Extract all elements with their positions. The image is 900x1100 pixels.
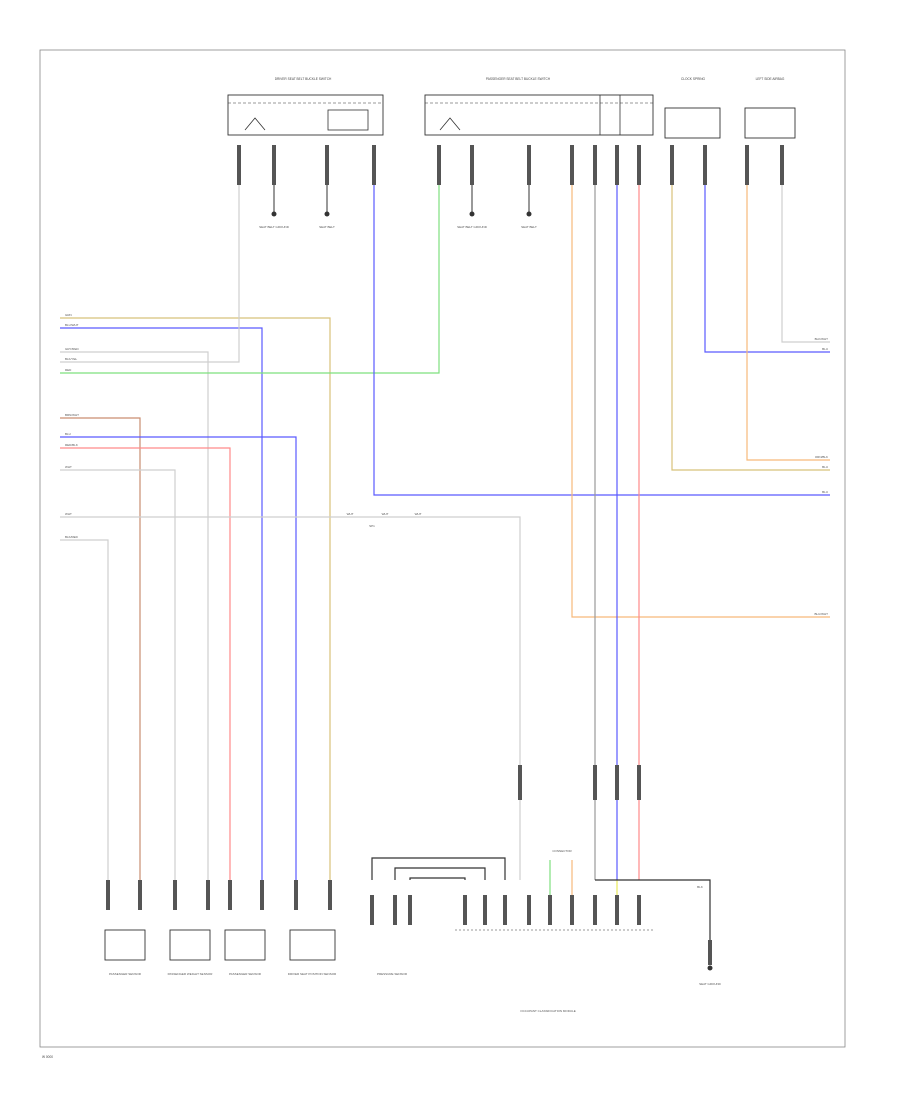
wire-orange-2 (746, 185, 830, 461)
diagram-frame (39, 49, 846, 1048)
bottom-sensor-3: PASSENGER SENSOR (224, 929, 266, 976)
wire-tan-1 (60, 317, 331, 880)
left-airbag-component: LEFT SIDE AIRBAG (744, 77, 796, 139)
right-wire-label-0: BLK/WHT (815, 337, 829, 341)
ground-symbol-2-icon (324, 211, 330, 217)
bottom-sensor-3-label: PASSENGER SENSOR (229, 972, 262, 976)
wire-blue-1 (60, 327, 263, 880)
wire-white-2 (60, 185, 240, 363)
right-wire-labels: BLK/WHT BLU ORN/BLK BLU BLU BLU/WHT (815, 337, 829, 616)
wire-black-3 (409, 877, 466, 880)
bottom-sensor-4-label: DRIVER SEAT POSITION SENSOR (288, 972, 337, 976)
right-wire-label-3: BLU (822, 465, 828, 469)
left-wire-label-9: WHT (65, 512, 72, 516)
left-wire-label-0: GRN (65, 313, 72, 317)
wire-black-1 (371, 857, 506, 880)
clockspring-component: CLOCK SPRING (664, 77, 721, 139)
bottom-pins (106, 880, 641, 925)
bottom-sensor-2: PASSENGER WEIGHT SENSOR (168, 929, 214, 976)
clockspring-label: CLOCK SPRING (681, 77, 706, 81)
left-wire-label-5: BRN/WHT (65, 413, 79, 417)
splice-label-1: WHT (382, 512, 389, 516)
wire-white-6 (781, 185, 830, 343)
wire-orange-1 (571, 185, 830, 618)
left-wire-label-8: WHT (65, 465, 72, 469)
occupant-module-label: OCCUPANT CLASSIFICATION MODULE (520, 1009, 576, 1013)
left-wire-label-1: BLU/WHT (65, 323, 79, 327)
seat-ground-icon (707, 965, 713, 971)
splice-labels: WHT WHT WHT SP1 (347, 512, 422, 528)
footer-code: W 0000 (42, 1055, 53, 1059)
right-wire-label-4: BLU (822, 490, 828, 494)
passenger-seat-belt-label: PASSENGER SEAT BELT BUCKLE SWITCH (486, 77, 551, 81)
top-pins (237, 145, 784, 185)
left-wire-label-6: BLU (65, 432, 71, 436)
left-wire-label-2: GRY/RED (65, 347, 79, 351)
wire-green-1 (60, 185, 440, 374)
wire-white-1 (60, 351, 209, 880)
left-airbag-label: LEFT SIDE AIRBAG (756, 77, 785, 81)
ground-symbol-4-icon (526, 211, 532, 217)
passenger-seat-belt-switch: PASSENGER SEAT BELT BUCKLE SWITCH (424, 77, 654, 136)
right-wire-label-2: ORN/BLK (815, 455, 828, 459)
left-airbag-box (744, 107, 796, 139)
module-connector-label: CONNECTOR (552, 849, 572, 853)
wire-black-2 (394, 867, 486, 880)
seat-ground-label: SEAT GROUND (699, 982, 722, 986)
bottom-sensor-1: PASSENGER SENSOR (104, 929, 146, 976)
occupant-module: OCCUPANT CLASSIFICATION MODULE CONNECTOR (455, 849, 655, 1013)
driver-seat-belt-switch: DRIVER SEAT BELT BUCKLE SWITCH (227, 77, 384, 136)
ground-wire-label: BLK (697, 885, 703, 889)
splice-label-3: SP1 (369, 524, 375, 528)
splice-label-2: WHT (415, 512, 422, 516)
top-grounds: SEAT BELT GROUND SEAT BELT SEAT BELT GRO… (259, 185, 537, 229)
passenger-seat-belt-box (424, 94, 654, 136)
wires (60, 185, 830, 940)
ground-label-3: SEAT BELT GROUND (457, 225, 488, 229)
left-wire-label-4: RED (65, 368, 72, 372)
bottom-sensor-1-label: PASSENGER SENSOR (109, 972, 142, 976)
wire-blue-3 (373, 185, 830, 496)
mid-connectors (518, 765, 641, 800)
wire-white-3 (60, 469, 176, 880)
left-wire-label-3: BLK/YEL (65, 357, 78, 361)
right-wire-label-1: BLU (822, 347, 828, 351)
wire-red-1 (60, 447, 231, 880)
clockspring-box (664, 107, 721, 139)
bottom-sensor-4: DRIVER SEAT POSITION SENSOR (288, 929, 337, 976)
right-wire-label-5: BLU/WHT (815, 612, 829, 616)
pressure-sensor: PRESSURE SENSOR (377, 972, 408, 976)
wire-black-4 (595, 879, 711, 940)
driver-seat-belt-label: DRIVER SEAT BELT BUCKLE SWITCH (275, 77, 332, 81)
driver-seat-belt-box (227, 94, 384, 136)
wire-blue-5 (704, 185, 830, 353)
wire-white-4 (60, 516, 521, 880)
ground-label-4: SEAT BELT (521, 225, 537, 229)
left-wire-label-10: BLK/RED (65, 535, 79, 539)
left-wire-label-7: RED/BLK (65, 443, 78, 447)
ground-label-2: SEAT BELT (319, 225, 335, 229)
ground-label-1: SEAT BELT GROUND (259, 225, 290, 229)
bottom-sensor-2-label: PASSENGER WEIGHT SENSOR (168, 972, 214, 976)
splice-label-0: WHT (347, 512, 354, 516)
wire-tan-2 (671, 185, 830, 471)
wire-brown-1 (60, 417, 141, 880)
wire-white-5 (60, 539, 109, 880)
ground-symbol-1-icon (271, 211, 277, 217)
left-wire-labels: GRN BLU/WHT GRY/RED BLK/YEL RED BRN/WHT … (65, 313, 79, 539)
seat-ground: BLK SEAT GROUND (697, 885, 722, 986)
wire-blue-2 (60, 436, 297, 880)
pressure-sensor-label: PRESSURE SENSOR (377, 972, 408, 976)
ground-symbol-3-icon (469, 211, 475, 217)
